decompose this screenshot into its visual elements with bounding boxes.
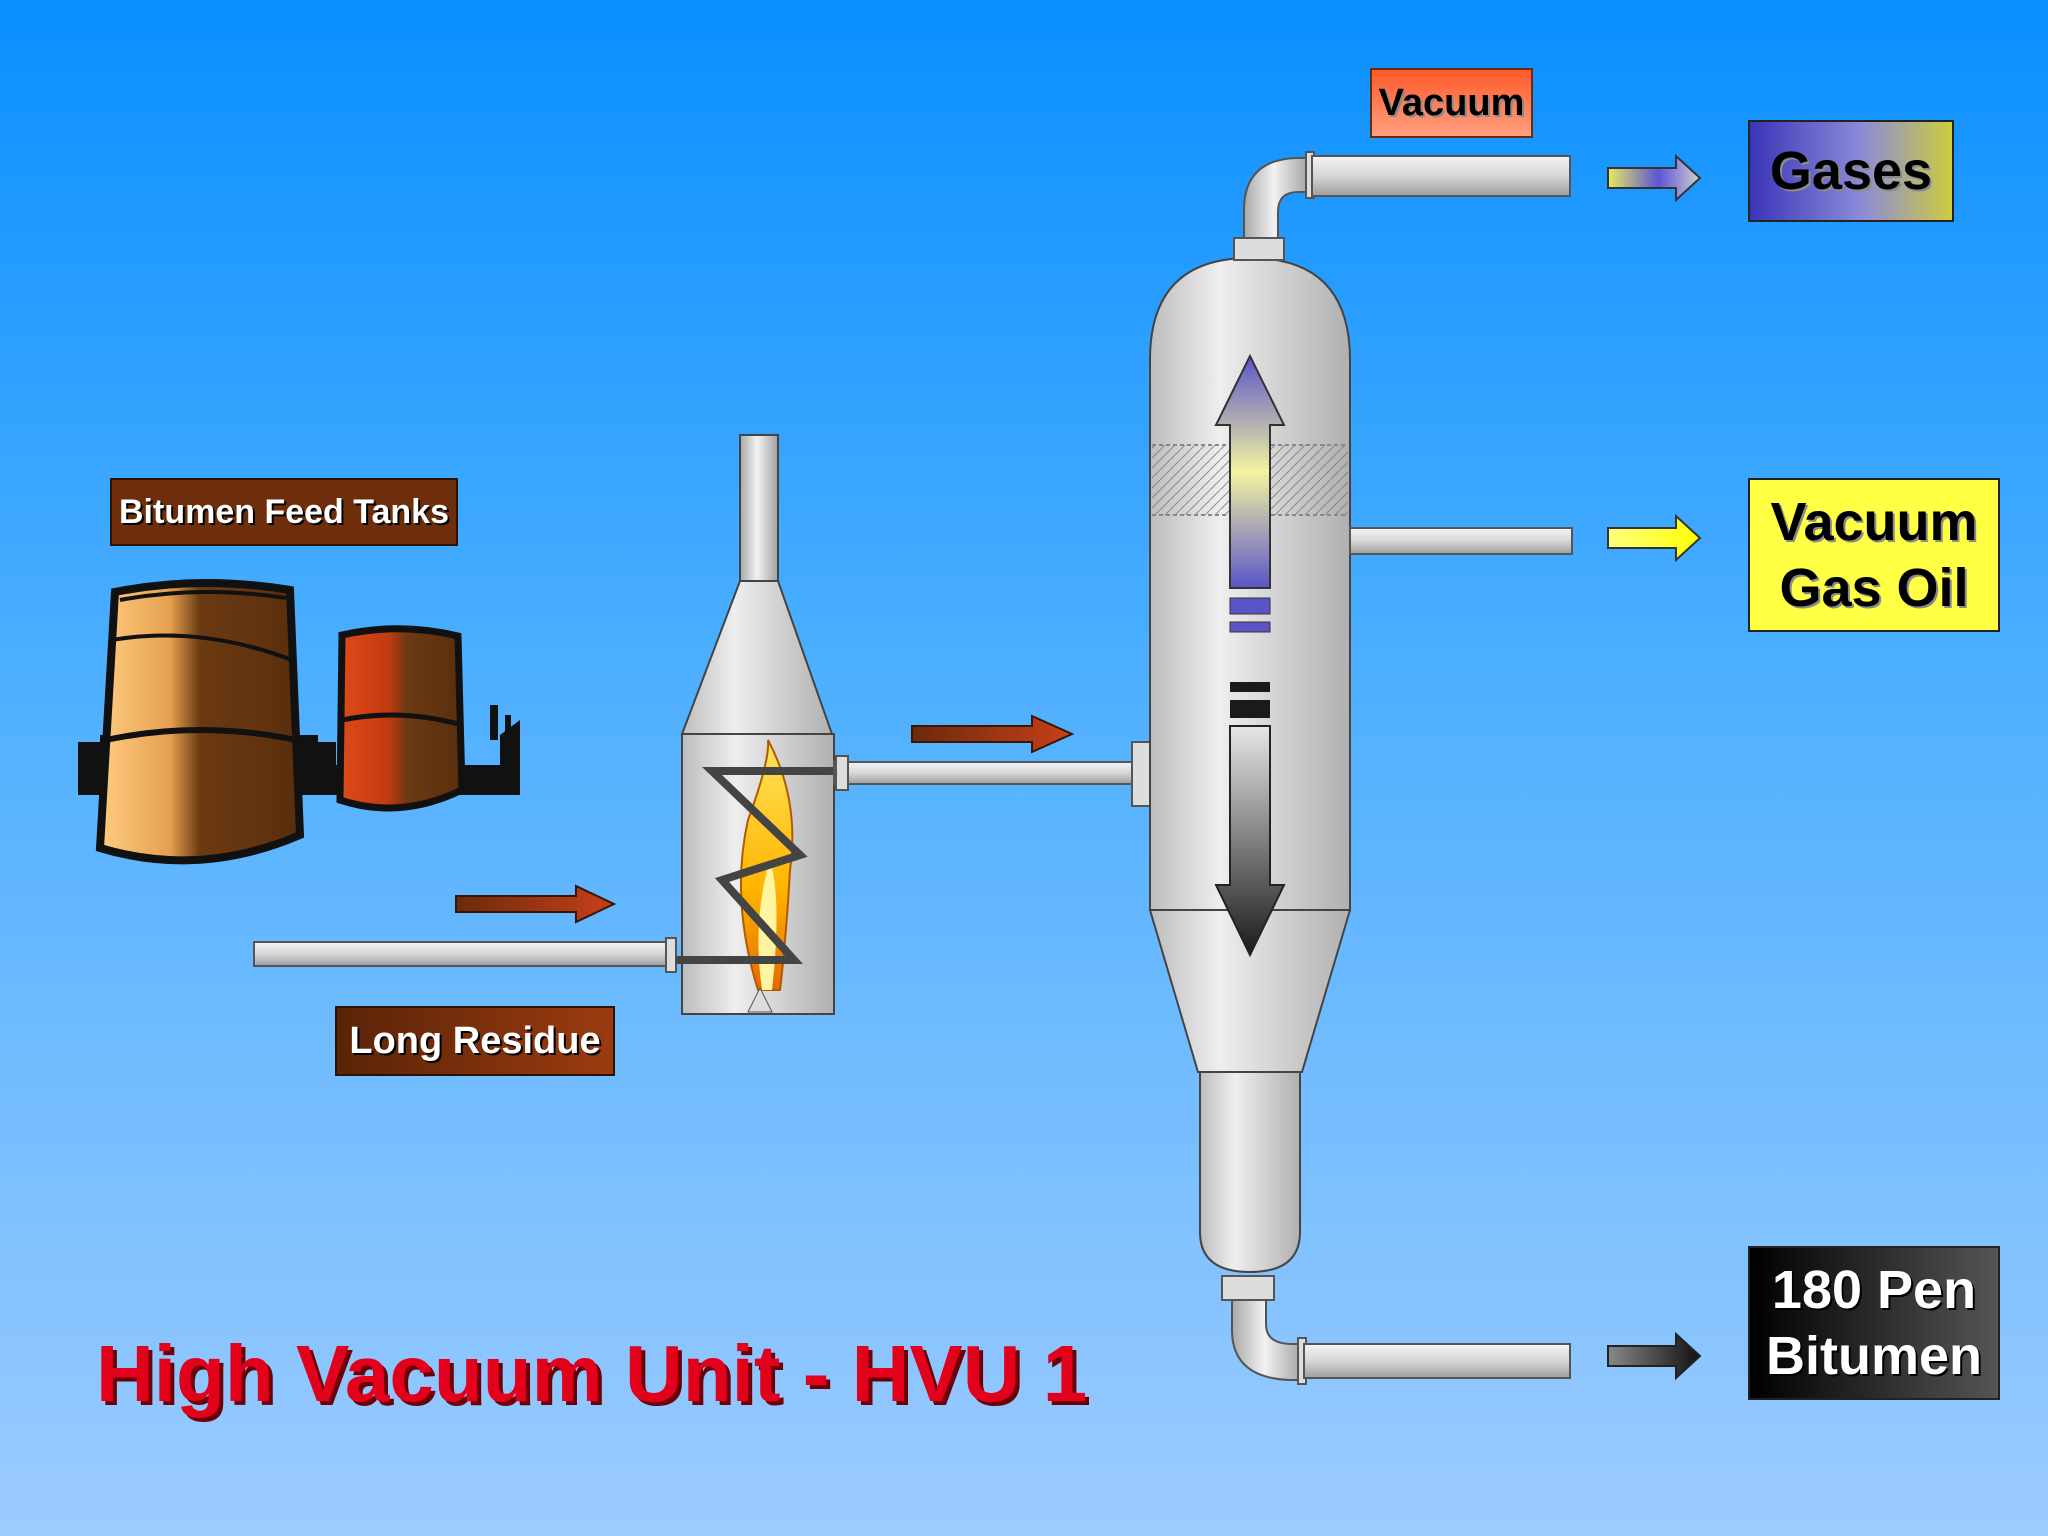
furnace-icon — [676, 434, 836, 1015]
transfer-flow-arrow — [911, 714, 1075, 754]
transfer-pipe — [833, 761, 1137, 785]
vgo-label-line2: Gas Oil — [1779, 558, 1969, 618]
bitumen-label-line2: Bitumen — [1766, 1326, 1982, 1386]
bottoms-pipe — [1221, 1275, 1571, 1385]
gases-flow-arrow — [1607, 153, 1702, 203]
feed-tanks-label: Bitumen Feed Tanks — [110, 478, 458, 546]
feed-pipe — [253, 941, 675, 967]
feed-flow-arrow — [455, 884, 617, 924]
storage-tank-icon — [78, 579, 520, 865]
vacuum-label: Vacuum — [1370, 68, 1533, 138]
vacuum-column-icon — [1148, 256, 1352, 1274]
bitumen-label: 180 Pen Bitumen — [1748, 1246, 2000, 1400]
vgo-flow-arrow — [1607, 513, 1702, 563]
long-residue-label: Long Residue — [335, 1006, 615, 1076]
vgo-label-line1: Vacuum — [1770, 492, 1978, 552]
gases-label: Gases — [1748, 120, 1954, 222]
vgo-draw-pipe — [1349, 527, 1573, 555]
bitumen-label-line1: 180 Pen — [1771, 1260, 1977, 1320]
vacuum-gas-oil-label: Vacuum Gas Oil — [1748, 478, 2000, 632]
bitumen-flow-arrow — [1607, 1331, 1702, 1381]
overhead-pipe — [1233, 151, 1571, 261]
page-title: High Vacuum Unit - HVU 1 — [96, 1329, 1088, 1418]
